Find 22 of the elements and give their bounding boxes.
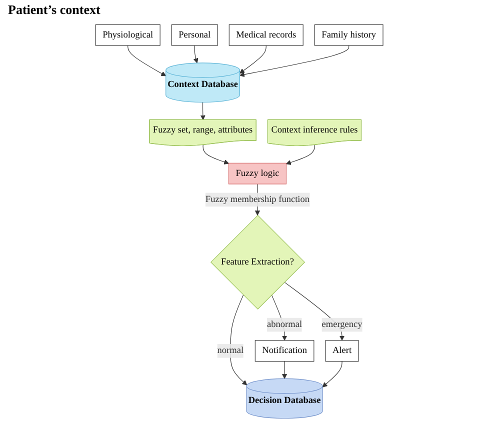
edge-label: abnormal <box>266 320 302 330</box>
arrow <box>286 144 315 165</box>
arrow <box>239 45 349 78</box>
node-diamond: Feature Extraction? <box>210 214 305 310</box>
arrow <box>282 361 287 379</box>
edge-label: emergency <box>321 320 362 330</box>
node-box: Personal <box>171 24 218 46</box>
arrow <box>200 102 206 120</box>
node-box: Family history <box>314 24 383 46</box>
node-box: Fuzzy logic <box>228 162 286 184</box>
arrow <box>193 45 198 64</box>
node-box: Notification <box>254 340 314 362</box>
edge-label: normal <box>216 346 244 356</box>
arrow <box>202 144 229 164</box>
node-box: Medical records <box>228 24 304 46</box>
node-box: Physiological <box>95 24 160 46</box>
heading-label: Patient’s context <box>8 2 102 18</box>
arrow <box>322 361 342 388</box>
edge-label: Fuzzy membership function <box>205 194 310 204</box>
arrow <box>239 45 266 74</box>
arrow <box>127 45 166 76</box>
node-box: Alert <box>324 340 358 362</box>
